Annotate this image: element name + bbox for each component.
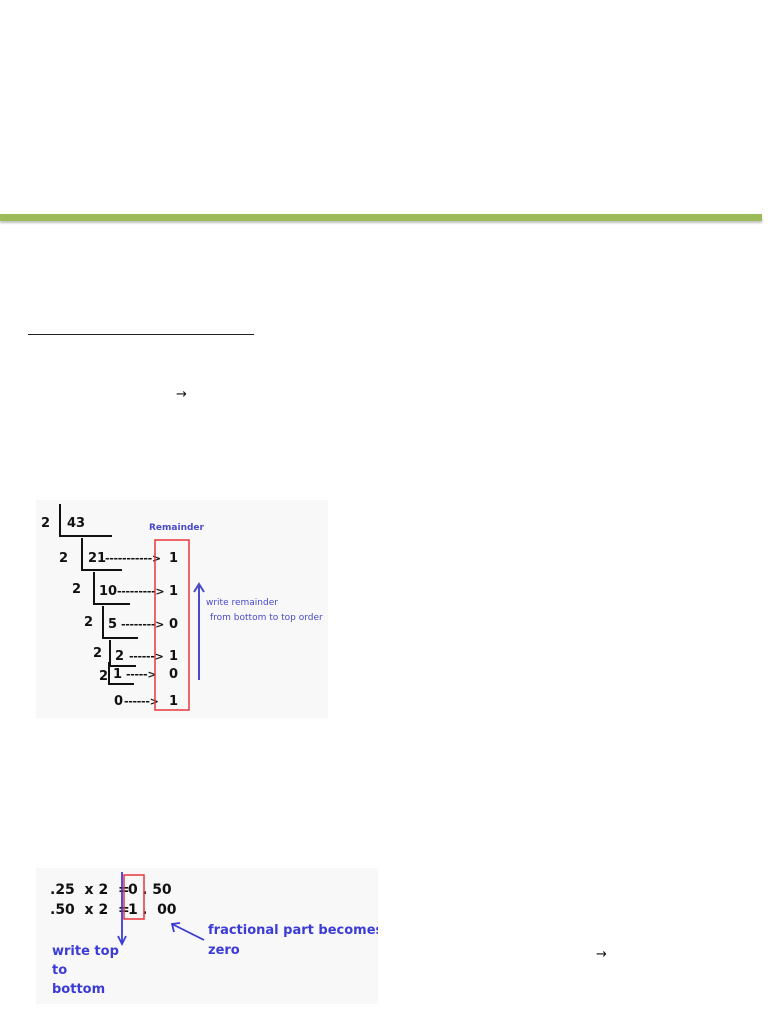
- division-diagram: Remainder 2 2 2 2 2 2 43 21 10 5 2 1 0 -…: [41, 504, 323, 711]
- pointer-arrow-icon: [170, 922, 205, 941]
- section-divider-green: [0, 214, 762, 221]
- fraction-multiplication-figure: .25 x 2 = 0 . 50 .50 x 2 = 1 . 00 fracti…: [36, 868, 384, 1004]
- note-line-1: write remainder: [206, 598, 278, 608]
- calc-row-digit: 1: [128, 902, 138, 918]
- remainder-digit: 0: [169, 617, 178, 632]
- note-right-line-2: zero: [208, 943, 240, 958]
- dividend: 43: [67, 516, 85, 531]
- right-arrow-icon: →: [596, 947, 607, 962]
- binary-division-figure: Remainder 2 2 2 2 2 2 43 21 10 5 2 1 0 -…: [36, 500, 328, 718]
- divisor: 2: [93, 646, 102, 661]
- remainder-digit: 1: [169, 694, 178, 709]
- dividend: 0: [114, 694, 123, 709]
- dividend: 1: [113, 667, 122, 682]
- divisor: 2: [84, 615, 93, 630]
- down-arrow-icon: [117, 872, 127, 947]
- divisor: 2: [99, 669, 108, 684]
- note-line-2: from bottom to top order: [210, 613, 323, 623]
- dashed-arrow: ----->: [126, 668, 156, 681]
- underline-rule: [28, 334, 254, 335]
- divisor: 2: [41, 516, 50, 531]
- dividend: 5: [108, 617, 117, 632]
- up-arrow-icon: [193, 582, 205, 680]
- calc-row-left: .25 x 2 =: [50, 882, 130, 898]
- remainder-digit: 0: [169, 667, 178, 682]
- calc-row-right: . 00: [142, 902, 177, 918]
- remainder-digit: 1: [169, 584, 178, 599]
- right-arrow-icon: →: [176, 387, 187, 402]
- division-brackets: [59, 504, 138, 685]
- dividend: 10: [99, 584, 117, 599]
- calc-row-digit: 0: [128, 882, 138, 898]
- dividend: 2: [115, 649, 124, 664]
- divisor: 2: [72, 582, 81, 597]
- note-left-line-2: to: [52, 963, 67, 978]
- digit-box: [123, 874, 145, 920]
- dividend: 21: [88, 551, 106, 566]
- note-left-line-3: bottom: [52, 982, 105, 997]
- note-right-line-1: fractional part becomes: [208, 923, 378, 938]
- remainder-box: [154, 539, 190, 711]
- remainder-digit: 1: [169, 649, 178, 664]
- calc-row-left: .50 x 2 =: [50, 902, 130, 918]
- dashed-arrow: ------>: [129, 650, 164, 663]
- divisor: 2: [59, 551, 68, 566]
- note-left-line-1: write top: [52, 944, 119, 959]
- dashed-arrow: -------->: [121, 618, 164, 631]
- dashed-arrow: ------>: [124, 695, 159, 708]
- remainder-digit: 1: [169, 551, 178, 566]
- dashed-arrow: ----------->: [105, 552, 161, 565]
- calc-row-right: . 50: [142, 882, 172, 898]
- fraction-diagram: .25 x 2 = 0 . 50 .50 x 2 = 1 . 00 fracti…: [50, 872, 384, 997]
- remainder-header: Remainder: [149, 523, 205, 533]
- dashed-arrow: --------->: [117, 585, 164, 598]
